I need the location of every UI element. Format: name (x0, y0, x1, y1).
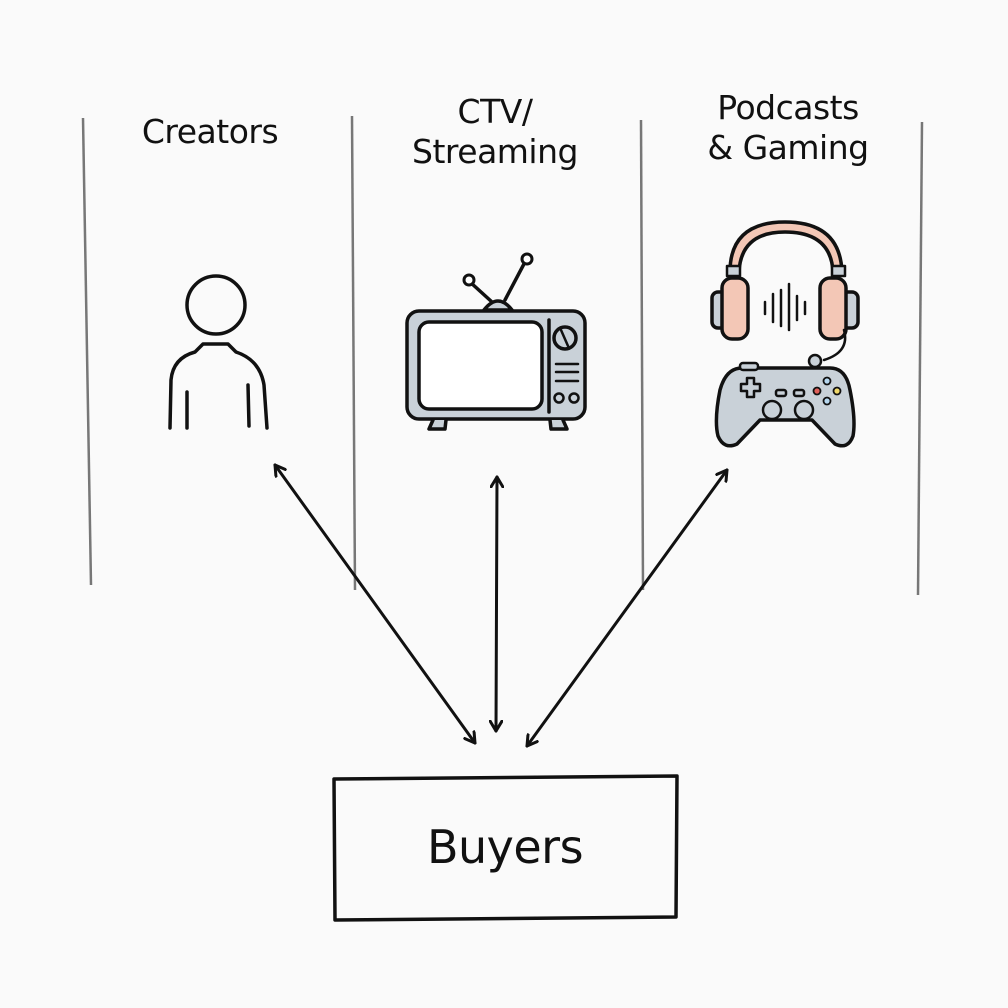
label-line: Streaming (412, 132, 578, 171)
arrow-podcasts-buyers (525, 468, 729, 748)
column-divider-2 (350, 115, 357, 591)
column-label-creators: Creators (110, 112, 310, 152)
column-divider-1 (81, 117, 93, 586)
column-divider-3 (639, 119, 645, 591)
column-divider-4 (916, 121, 924, 596)
person-icon (168, 274, 269, 430)
arrow-ctv-buyers (496, 475, 497, 733)
buyers-box (332, 774, 679, 922)
headphones-gamepad-icon (710, 220, 860, 448)
arrow-creators-buyers (273, 463, 477, 745)
label-line: Creators (141, 112, 279, 151)
column-label-ctv-streaming: CTV/ Streaming (395, 92, 595, 172)
tv-icon (405, 252, 587, 431)
label-line: & Gaming (707, 128, 869, 167)
label-line: CTV/ (457, 92, 533, 131)
buyers-label: Buyers (426, 820, 584, 874)
column-label-podcasts-gaming: Podcasts & Gaming (688, 88, 888, 168)
label-line: Podcasts (717, 88, 859, 127)
